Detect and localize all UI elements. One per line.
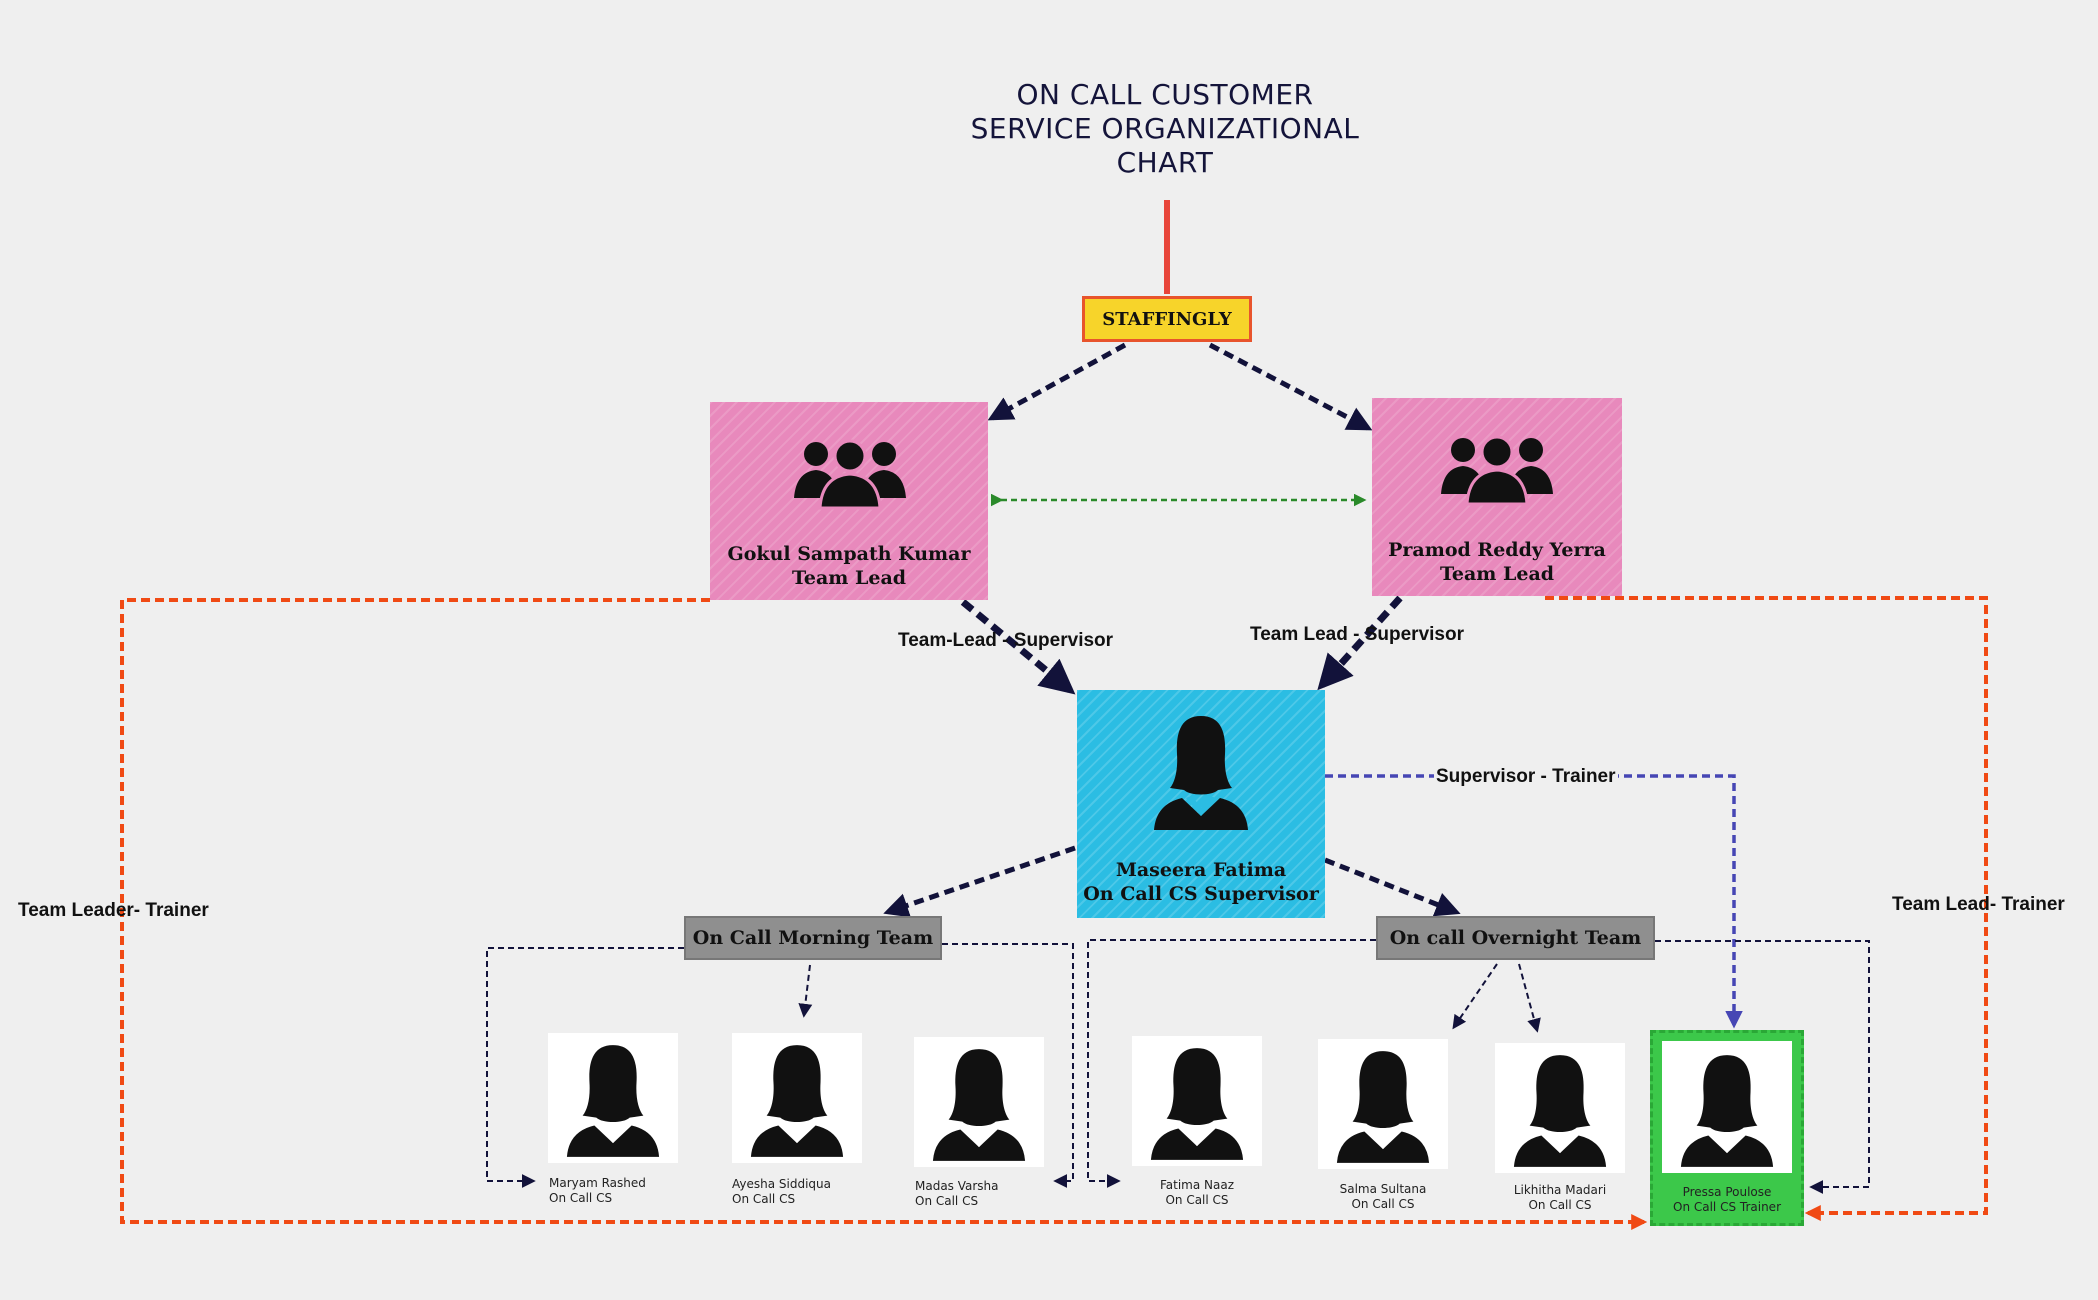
member-3-label: Madas Varsha On Call CS [915, 1179, 999, 1209]
chart-title-line-3: CHART [1116, 146, 1214, 179]
arrow-overnight-to-member-4 [1087, 939, 1376, 1188]
woman-icon [1677, 1051, 1777, 1167]
member-photo-6 [1495, 1043, 1625, 1173]
group-icon [792, 432, 908, 510]
woman-icon [563, 1041, 663, 1157]
member-photo-7 [1662, 1041, 1792, 1173]
arrow-supervisor-to-overnight-team [1324, 857, 1461, 917]
arrow-root-to-right-lead [1208, 342, 1373, 431]
woman-icon [1510, 1051, 1610, 1167]
member-2-role: On Call CS [732, 1192, 796, 1206]
relation-left-lead-supervisor: Team-Lead - Supervisor [898, 630, 1114, 651]
arrow-left-leader-to-trainer [120, 598, 1648, 1230]
team-morning-label: On Call Morning Team [692, 927, 934, 949]
woman-icon [1150, 712, 1252, 830]
woman-icon [929, 1045, 1029, 1161]
arrow-root-to-left-lead [987, 342, 1127, 421]
team-lead-2-name: Pramod Reddy Yerra [1388, 539, 1606, 561]
team-lead-card-1: Gokul Sampath Kumar Team Lead [710, 402, 988, 600]
member-photo-3 [914, 1037, 1044, 1167]
relation-left-leader-trainer: Team Leader- Trainer [18, 900, 209, 921]
member-7-label: Pressa Poulose On Call CS Trainer [1653, 1185, 1801, 1215]
arrow-morning-to-member-1 [486, 947, 684, 1188]
member-5-name: Salma Sultana [1339, 1182, 1427, 1196]
arrow-overnight-to-member-5 [1452, 963, 1498, 1030]
root-node-label: STAFFINGLY [1102, 308, 1232, 330]
team-overnight-label: On call Overnight Team [1389, 927, 1642, 949]
arrow-morning-to-member-2 [798, 964, 813, 1018]
trainer-card: Pressa Poulose On Call CS Trainer [1650, 1030, 1804, 1226]
arrow-supervisor-to-morning-team [883, 845, 1076, 918]
member-1-label: Maryam Rashed On Call CS [549, 1176, 646, 1206]
team-lead-1-role: Team Lead [791, 567, 907, 589]
supervisor-role: On Call CS Supervisor [1083, 883, 1319, 905]
member-4-role: On Call CS [1165, 1193, 1229, 1207]
member-2-label: Ayesha Siddiqua On Call CS [732, 1177, 831, 1207]
relation-right-lead-supervisor: Team Lead - Supervisor [1250, 624, 1464, 645]
team-lead-1-name: Gokul Sampath Kumar [727, 543, 971, 565]
member-6-role: On Call CS [1528, 1198, 1592, 1212]
member-4-name: Fatima Naaz [1159, 1178, 1235, 1192]
arrow-right-lead-to-trainer [1545, 596, 1988, 1221]
woman-icon [1147, 1044, 1247, 1160]
member-7-name: Pressa Poulose [1682, 1185, 1772, 1199]
group-icon [1439, 428, 1555, 506]
member-5-label: Salma Sultana On Call CS [1318, 1182, 1448, 1212]
member-photo-2 [732, 1033, 862, 1163]
member-4-label: Fatima Naaz On Call CS [1132, 1178, 1262, 1208]
member-3-name: Madas Varsha [915, 1179, 999, 1193]
member-photo-5 [1318, 1039, 1448, 1169]
arrow-overnight-to-member-6 [1518, 963, 1541, 1033]
member-1-role: On Call CS [549, 1191, 613, 1205]
chart-title-line-2: SERVICE ORGANIZATIONAL [970, 112, 1360, 145]
supervisor-name: Maseera Fatima [1115, 859, 1287, 881]
woman-icon [747, 1041, 847, 1157]
chart-title-line-1: ON CALL CUSTOMER [1016, 78, 1314, 111]
arrow-left-lead-to-supervisor [960, 599, 1076, 695]
member-6-name: Likhitha Madari [1513, 1183, 1607, 1197]
member-5-role: On Call CS [1351, 1197, 1415, 1211]
team-morning: On Call Morning Team [684, 916, 942, 960]
relation-right-lead-trainer: Team Lead- Trainer [1892, 894, 2065, 915]
member-1-name: Maryam Rashed [549, 1176, 646, 1190]
arrow-right-lead-to-supervisor [1317, 595, 1403, 691]
member-6-label: Likhitha Madari On Call CS [1495, 1183, 1625, 1213]
member-3-role: On Call CS [915, 1194, 979, 1208]
woman-icon [1333, 1047, 1433, 1163]
arrow-morning-to-member-3 [942, 943, 1074, 1188]
supervisor-card: Maseera Fatima On Call CS Supervisor [1077, 690, 1325, 918]
team-lead-2-role: Team Lead [1439, 563, 1555, 585]
member-7-role: On Call CS Trainer [1673, 1200, 1781, 1214]
member-2-name: Ayesha Siddiqua [732, 1177, 831, 1191]
team-overnight: On call Overnight Team [1376, 916, 1655, 960]
member-photo-1 [548, 1033, 678, 1163]
relation-supervisor-trainer: Supervisor - Trainer [1434, 766, 1618, 788]
member-photo-4 [1132, 1036, 1262, 1166]
team-lead-card-2: Pramod Reddy Yerra Team Lead [1372, 398, 1622, 596]
arrow-supervisor-to-trainer [1325, 774, 1743, 1029]
root-node-staffingly: STAFFINGLY [1082, 296, 1252, 342]
chart-title: ON CALL CUSTOMER SERVICE ORGANIZATIONAL … [900, 78, 1430, 180]
